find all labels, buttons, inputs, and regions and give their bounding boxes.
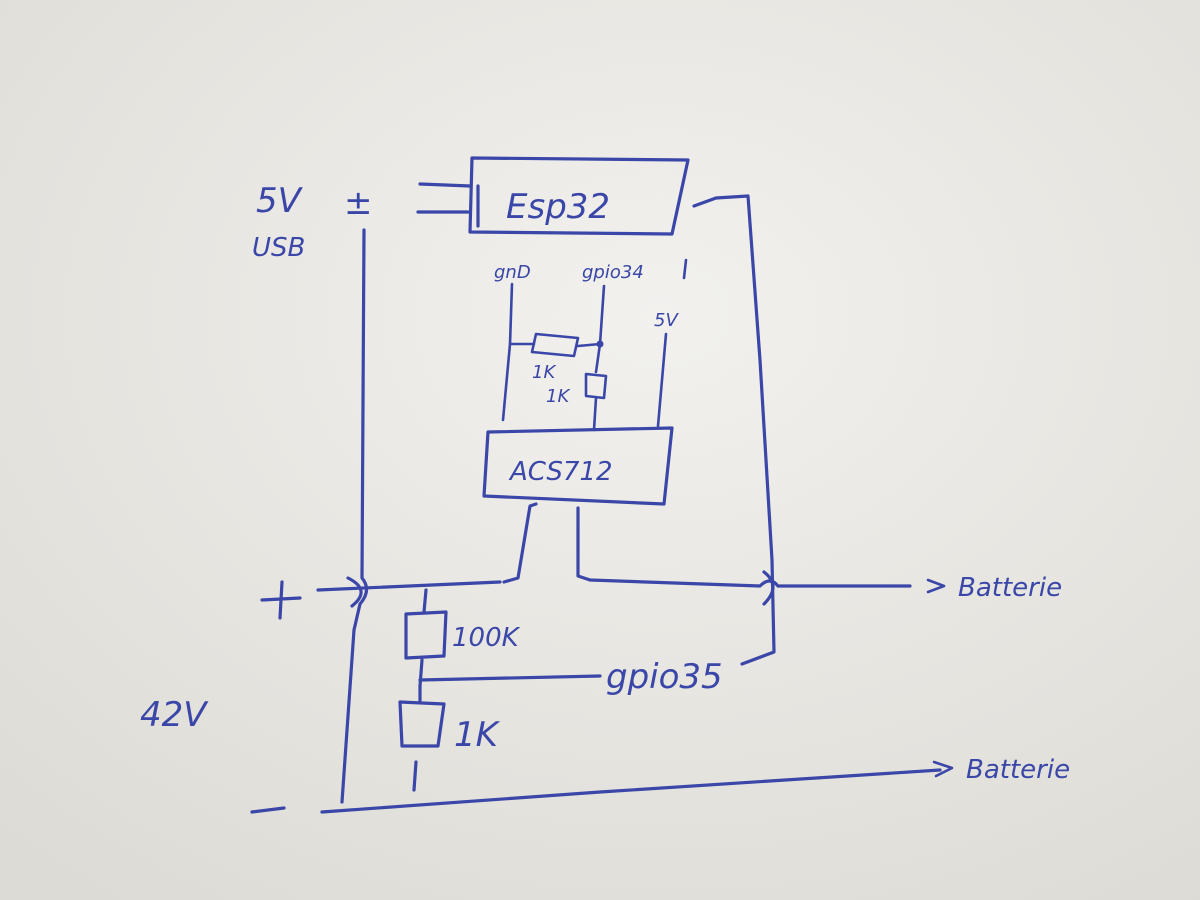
sensor-out-wire	[576, 506, 592, 582]
battery-plus-label: Batterie	[958, 573, 1062, 603]
esp32-label: Esp32	[506, 187, 610, 227]
battery-voltage-label: 42V	[140, 695, 209, 735]
divider-resistor-1k-vertical	[584, 372, 608, 432]
plus-sign	[260, 580, 302, 620]
resistor-1k-b-label: 1K	[546, 386, 570, 407]
esp-5v-wire	[656, 332, 668, 428]
gpio35-label: gpio35	[606, 657, 723, 697]
resistor-100k-label: 100K	[452, 623, 521, 653]
usb-plus-wire	[340, 228, 369, 804]
esp32-module-box	[468, 156, 690, 236]
resistor-1k-c-label: 1K	[454, 715, 501, 755]
positive-rail	[316, 578, 912, 592]
acs712-box	[482, 426, 674, 506]
esp-gpio35-wire	[692, 194, 776, 666]
battery-minus-label: Batterie	[966, 755, 1070, 785]
battery-minus-arrow	[932, 760, 954, 778]
battery-plus-arrow	[926, 578, 946, 594]
resistor-100k	[404, 588, 448, 688]
gpio34-tick	[682, 258, 688, 280]
usb-connector-lines	[416, 182, 480, 228]
usb-plus-label: ±	[344, 183, 373, 223]
gpio35-tap-wire	[418, 674, 602, 682]
acs712-label: ACS712	[508, 457, 613, 487]
rail-crossover-hump-left	[346, 576, 363, 608]
divider-resistor-1k-horizontal	[508, 332, 602, 358]
negative-rail	[320, 768, 942, 814]
resistor-1k-a-label: 1K	[532, 362, 556, 383]
usb-label: USB	[252, 233, 305, 263]
esp-gpio34-label: gpio34	[582, 262, 644, 283]
minus-tick	[250, 806, 286, 814]
esp-5v-label: 5V	[654, 310, 679, 331]
junction-dot	[596, 340, 604, 348]
esp-gnd-label: gnD	[494, 262, 531, 283]
resistor-1k-lower	[398, 684, 446, 792]
usb-voltage-label: 5V	[256, 181, 304, 221]
sensor-in-wire	[502, 502, 538, 584]
